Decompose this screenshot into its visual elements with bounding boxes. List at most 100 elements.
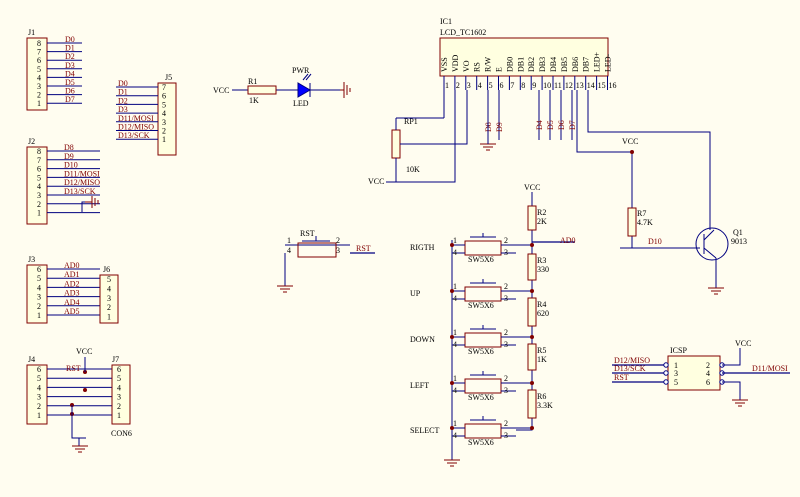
j5-net-label: D0 [118,79,128,88]
ladder-junction [530,335,534,339]
j4-ref: J4 [28,355,35,364]
button-up[interactable] [464,286,502,302]
r7-value: 4.7K [637,218,653,227]
j1-body [26,37,48,111]
lcd-ic1: IC1 LCD_TC1602 VSS1VDD2VO3RS4R/W5E6DB07D… [368,17,617,186]
j7-ref: J7 [112,355,119,364]
j2-pin-2: 2 [37,200,41,209]
pwr-vcc-label: VCC [213,86,229,95]
lcd-pin-number: 13 [576,81,584,90]
rst-sw-body [297,242,337,258]
lcd-pin-number: 6 [500,81,504,90]
q-junction [630,150,634,154]
icsp-pin-pad [663,370,669,376]
lcd-pin-name: DB6 [571,57,580,72]
rst-sw-wires [284,236,350,286]
j2-net-label: D11/MOSI [64,169,100,178]
backlight-transistor: VCC R7 4.7K D10 Q1 9013 [576,90,747,295]
button-label-select: SELECT [410,426,439,435]
j1-net-label: D2 [65,52,75,61]
j5-pin-4: 4 [162,109,166,118]
j4-pin-2: 2 [37,402,41,411]
lcd-net-label: D9 [495,122,504,132]
ladder-resistor-ref: R2 [537,208,546,217]
r1-ref: R1 [248,77,257,86]
button-wires [452,279,532,300]
icsp-pin-pad [663,362,669,368]
j1-pin-3: 3 [37,82,41,91]
j1-net-label: D3 [65,61,75,70]
rst-pin1: 1 [287,236,291,245]
lcd-pin-name: DB7 [582,57,591,72]
lcd-pin-name: DB1 [516,57,525,72]
button-pin: 4 [453,431,457,440]
j1-net-label: D0 [65,35,75,44]
led-ground-symbol [340,82,351,98]
j6-pin-3: 3 [107,294,111,303]
j4-pin-5: 5 [37,374,41,383]
button-down[interactable] [464,332,502,348]
lcd-pin-name: LED+ [593,51,602,72]
j1-ref: J1 [28,28,35,37]
button-value: SW5X6 [468,301,494,310]
lcd-pin-name: DB2 [527,57,536,72]
j1-net-label: D5 [65,78,75,87]
j5-body [157,82,177,156]
j2-ref: J2 [28,137,35,146]
button-select[interactable] [464,423,502,439]
lcd-pin-number: 5 [489,81,493,90]
icsp-right-pin: 4 [706,369,710,378]
button-wires [452,233,532,254]
button-pin: 3 [504,386,508,395]
r1-value: 1K [249,96,259,105]
q-terminals [703,140,717,288]
ladder-resistor [527,343,537,371]
lcd-net-label: D5 [546,120,555,130]
connector-j5: J5 7D06D15D24D33D11/MOSI2D12/MISO1D13/SC… [116,73,177,156]
lcd-pin-number: 8 [521,81,525,90]
rst-sw-ref: RST [300,229,315,238]
j1-pin-6: 6 [37,56,41,65]
button-rigth[interactable] [464,240,502,256]
ladder-resistor [527,297,537,327]
j5-pin-2: 2 [162,127,166,136]
icsp-left-pin: 5 [674,378,678,387]
j4-j7-bus-wires [71,357,86,446]
button-pin: 3 [504,294,508,303]
button-left[interactable] [464,378,502,394]
button-pin: 2 [504,374,508,383]
j1-pin-8: 8 [37,39,41,48]
ladder-resistor [527,389,537,419]
led-diode-symbol [297,82,311,98]
j3-pin-2: 2 [37,302,41,311]
j7-pin-5: 5 [117,374,121,383]
j7-pin-2: 2 [117,402,121,411]
power-led-circuit: VCC R1 1K PWR LED [213,66,351,108]
j7-vcc-label: VCC [76,347,92,356]
ladder-resistor-value: 2K [537,217,547,226]
j4-pin-4: 4 [37,383,41,392]
button-pin: 4 [453,386,457,395]
button-value: SW5X6 [468,255,494,264]
j3-body [26,264,48,324]
ladder-junction [450,243,454,247]
icsp-right-pin: 6 [706,378,710,387]
j7-value: CON6 [111,429,132,438]
button-wires [452,325,532,346]
j1-pin-2: 2 [37,91,41,100]
j5-net-label: D13/SCK [118,131,150,140]
rst-pin2: 2 [336,236,340,245]
j7-pin-3: 3 [117,393,121,402]
lcd-pin-number: 4 [478,81,482,90]
lcd-pin-number: 1 [445,81,449,90]
j2-body [26,146,48,225]
j7-pin-1: 1 [117,411,121,420]
j6-ref: J6 [103,265,110,274]
